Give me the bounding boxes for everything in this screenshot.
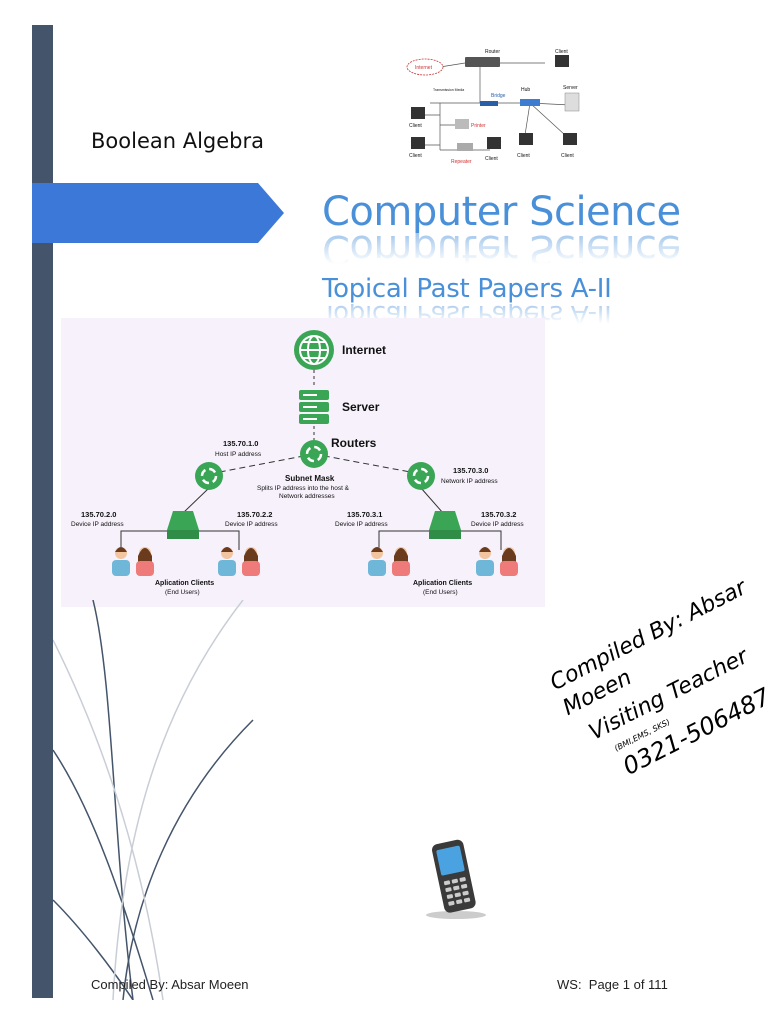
- svg-text:(End Users): (End Users): [423, 589, 458, 596]
- svg-text:Network addresses: Network addresses: [279, 493, 335, 500]
- svg-text:Repeater: Repeater: [451, 159, 472, 165]
- svg-text:Client: Client: [409, 153, 422, 159]
- main-title: Computer Science: [322, 189, 681, 235]
- svg-text:Printer: Printer: [471, 123, 486, 129]
- svg-text:Device IP address: Device IP address: [71, 521, 124, 528]
- document-subject: Boolean Algebra: [91, 129, 264, 153]
- svg-text:Device IP address: Device IP address: [471, 521, 524, 528]
- svg-text:Subnet Mask: Subnet Mask: [285, 474, 335, 483]
- network-topology-image: Router Client Internet Transmission Medi…: [395, 45, 613, 170]
- svg-text:135.70.2.0: 135.70.2.0: [81, 510, 116, 519]
- sidebar-bar: [32, 25, 53, 998]
- footer-page-number: WS: Page 1 of 111: [557, 977, 668, 992]
- svg-text:Network IP address: Network IP address: [441, 478, 498, 485]
- arrow-banner: [32, 183, 284, 243]
- svg-text:Client: Client: [409, 123, 422, 129]
- subtitle: Topical Past Papers A-II: [322, 274, 612, 304]
- server-label: Server: [342, 400, 380, 414]
- svg-text:Hub: Hub: [521, 87, 530, 93]
- svg-text:Device IP address: Device IP address: [335, 521, 388, 528]
- svg-text:135.70.3.1: 135.70.3.1: [347, 510, 382, 519]
- svg-text:Aplication Clients: Aplication Clients: [155, 580, 214, 587]
- network-diagram: Internet Server Routers 135.70.1.0 Host …: [61, 318, 545, 607]
- svg-text:Device IP address: Device IP address: [225, 521, 278, 528]
- main-title-reflection: Computer Science: [322, 234, 681, 264]
- svg-text:Router: Router: [485, 49, 500, 55]
- routers-label: Routers: [331, 436, 377, 450]
- svg-text:Client: Client: [517, 153, 530, 159]
- footer-author: Compiled By: Absar Moeen: [91, 977, 249, 992]
- svg-text:135.70.1.0: 135.70.1.0: [223, 439, 258, 448]
- mobile-phone-icon: [426, 839, 486, 919]
- decorative-curves: [53, 600, 254, 1000]
- svg-text:135.70.2.2: 135.70.2.2: [237, 510, 272, 519]
- title-block: Computer Science Computer Science: [322, 190, 681, 264]
- svg-text:Aplication Clients: Aplication Clients: [413, 580, 472, 587]
- svg-text:Client: Client: [485, 156, 498, 162]
- svg-text:135.70.3.0: 135.70.3.0: [453, 466, 488, 475]
- svg-text:135.70.3.2: 135.70.3.2: [481, 510, 516, 519]
- internet-label: Internet: [342, 343, 386, 357]
- svg-text:Transmission Media: Transmission Media: [433, 88, 464, 92]
- svg-text:(End Users): (End Users): [165, 589, 200, 596]
- svg-text:Server: Server: [563, 85, 578, 91]
- svg-text:Client: Client: [561, 153, 574, 159]
- subtitle-block: Topical Past Papers A-II Topical Past Pa…: [322, 274, 612, 324]
- svg-text:Internet: Internet: [415, 65, 433, 71]
- svg-text:Splits IP address into the hos: Splits IP address into the host &: [257, 485, 350, 492]
- svg-text:Bridge: Bridge: [491, 93, 506, 99]
- svg-text:Host IP address: Host IP address: [215, 451, 262, 458]
- svg-text:Client: Client: [555, 49, 568, 55]
